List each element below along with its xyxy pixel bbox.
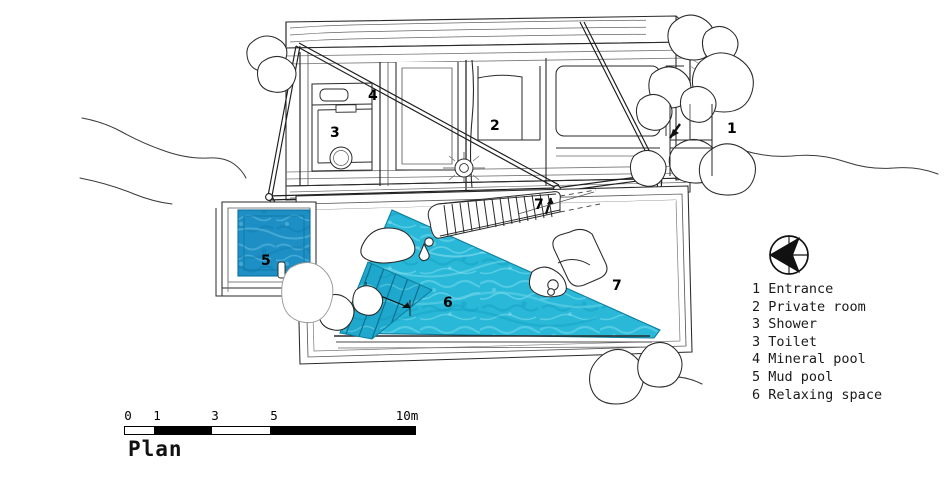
legend-item-2-number: 2: [752, 298, 761, 315]
legend-item-3-label: Shower: [768, 316, 818, 333]
scale-tick-0: 0: [124, 408, 132, 423]
scale-tick-1: 1: [153, 408, 161, 423]
plan-label-private-room: 2: [490, 118, 500, 134]
legend-item-6: 5 Mud pool: [752, 369, 942, 387]
stairs-flight: [427, 189, 601, 239]
legend-item-4-number: 3: [752, 333, 761, 350]
plan-label-mud-pool: 5: [261, 253, 271, 269]
legend-item-7-number: 6: [752, 386, 761, 403]
legend-item-2: 2 Private room: [752, 299, 942, 317]
scale-tick-3: 3: [211, 408, 219, 423]
rock-cluster-upper-right: [629, 14, 757, 196]
north-arrow: [769, 235, 809, 275]
legend-item-5: 4 Mineral pool: [752, 351, 942, 369]
plan-label-deck-b: 7: [612, 278, 622, 294]
scale-tick-10: 10m: [395, 408, 419, 423]
mud-pool-basin: [215, 201, 327, 300]
upper-building-partitions: [299, 52, 684, 190]
page-title: Plan: [128, 437, 183, 461]
rock-cluster-upper-left: [246, 35, 297, 93]
scale-bar-block: 0 1 3 5 10m: [124, 408, 424, 435]
legend-item-1-label: Entrance: [768, 281, 834, 297]
plan-label-deck-a: 7: [534, 197, 544, 213]
legend-item-3-number: 3: [752, 316, 761, 333]
legend-item-5-label: Mineral pool: [768, 351, 866, 368]
plan-number-labels: 1 2 3 4 5 6 7 7: [261, 88, 737, 311]
pool-boulder: [360, 227, 416, 264]
legend-item-1-number: 1: [752, 281, 761, 297]
deck-white-element: [281, 262, 334, 324]
legend-item-6-label: Mud pool: [768, 368, 834, 385]
legend-item-3: 3 Shower: [752, 316, 942, 334]
pool-handrail: [418, 237, 434, 262]
lounger-daybed: [552, 228, 608, 287]
legend-item-2-label: Private room: [768, 298, 866, 315]
scale-tick-5: 5: [270, 408, 278, 423]
legend-item-4: 3 Toilet: [752, 334, 942, 352]
scale-tick-labels: 0 1 3 5 10m: [124, 408, 419, 425]
legend: 1 Entrance 2 Private room 3 Shower 3 Toi…: [752, 281, 942, 404]
plan-label-relaxing-space: 6: [443, 295, 453, 311]
plan-label-entrance: 1: [727, 121, 737, 137]
main-pool-water: [334, 209, 661, 349]
plan-label-mineral-pool: 4: [368, 88, 378, 104]
legend-item-1: 1 Entrance: [752, 281, 942, 299]
scale-segment-1: [154, 427, 212, 434]
legend-item-6-number: 5: [752, 368, 761, 385]
scale-segment-2: [270, 427, 415, 434]
legend-item-7-label: Relaxing space: [768, 386, 883, 403]
plan-label-shower: 3: [330, 125, 340, 141]
scale-bar-graphic: [124, 426, 416, 435]
legend-item-7: 6 Relaxing space: [752, 387, 942, 405]
entrance-path: [669, 104, 713, 176]
legend-item-4-label: Toilet: [768, 333, 818, 350]
legend-item-5-number: 4: [752, 351, 761, 368]
deck-rock-feature: [528, 266, 567, 298]
